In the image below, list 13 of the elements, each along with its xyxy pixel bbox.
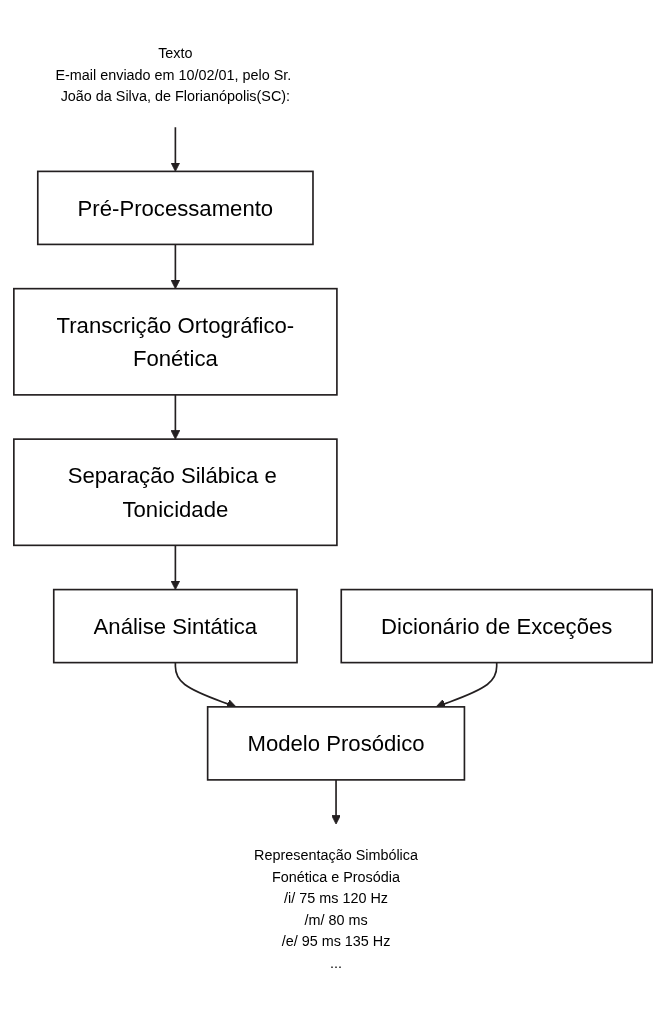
arrow	[331, 779, 341, 825]
node-text: Representação Simbólica Fonética e Prosódia /i/ 75 ms 120 Hz /m/ 80 ms /e/ 95 ms 135 Hz ...	[254, 846, 418, 971]
node-text: Texto E-mail enviado em 10/02/01, pelo Sr. João da Silva, de Florianópolis(SC):	[55, 44, 292, 105]
node-box: Análise Sintática	[52, 588, 298, 664]
arrow	[170, 243, 181, 290]
arrow	[170, 126, 181, 172]
node-box: Dicionário de Exceções	[340, 588, 653, 664]
node-box: Modelo Prosódico	[206, 706, 466, 781]
node-box: Transcrição Ortográfico-Fonética	[13, 287, 338, 396]
node-box: Separação Silábica e Tonicidade	[13, 438, 338, 547]
arrow	[170, 544, 181, 591]
arrow	[170, 394, 181, 440]
node-box: Pré-Processamento	[36, 170, 314, 246]
